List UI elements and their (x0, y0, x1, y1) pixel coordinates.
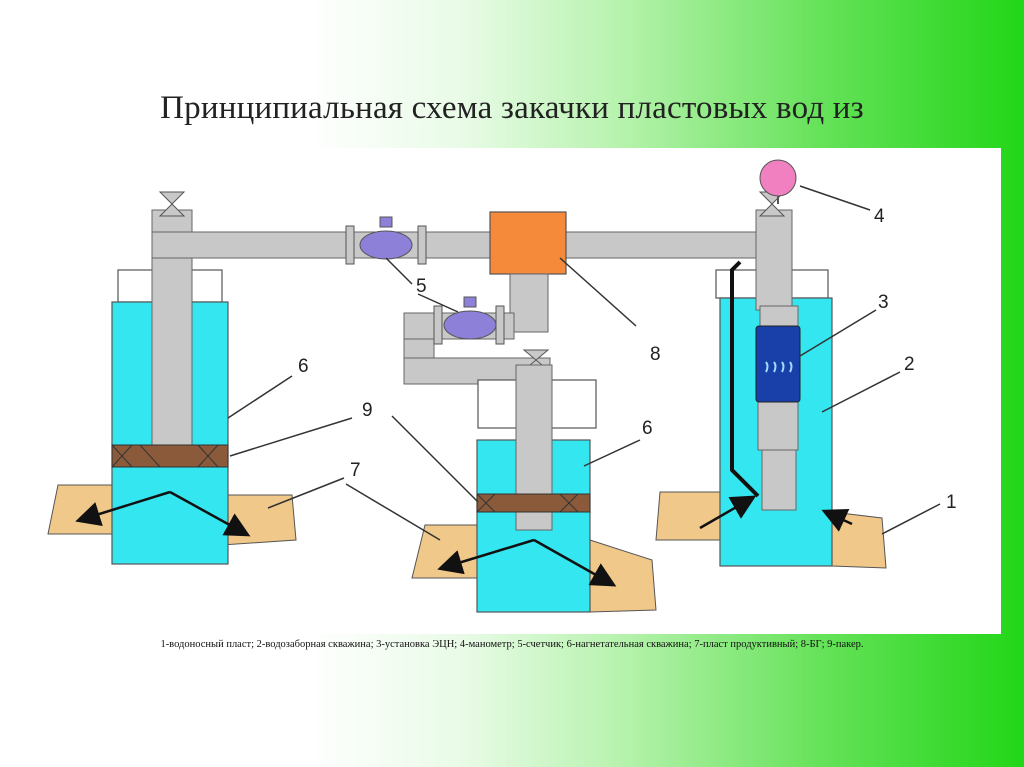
water-injection-scheme: 1 2 3 4 5 6 6 7 8 9 (47, 159, 957, 613)
label-6-left: 6 (298, 356, 309, 377)
label-6-middle: 6 (642, 418, 653, 439)
flow-meter-top (345, 216, 427, 265)
distribution-block (489, 211, 567, 333)
flow-meter-lower (433, 296, 505, 345)
injection-well-middle (476, 364, 597, 613)
pressure-gauge (759, 159, 797, 204)
label-8: 8 (650, 344, 661, 365)
label-4: 4 (874, 206, 885, 227)
diagram-panel: 1 2 3 4 5 6 6 7 8 9 (45, 148, 1001, 634)
label-1: 1 (946, 492, 957, 513)
label-5: 5 (416, 276, 427, 297)
slide-title: Принципиальная схема закачки пластовых в… (160, 90, 864, 126)
label-7: 7 (350, 460, 361, 481)
esp-pump-unit (755, 325, 801, 403)
valve-left (158, 191, 186, 217)
label-3: 3 (878, 292, 889, 313)
leader-lines (227, 185, 941, 541)
label-2: 2 (904, 354, 915, 375)
manifold-pipe (151, 231, 793, 259)
flow-arrows (75, 490, 853, 587)
legend-caption: 1-водоносный пласт; 2-водозаборная скваж… (160, 639, 864, 650)
label-9: 9 (362, 400, 373, 421)
injection-well-left (111, 209, 229, 565)
